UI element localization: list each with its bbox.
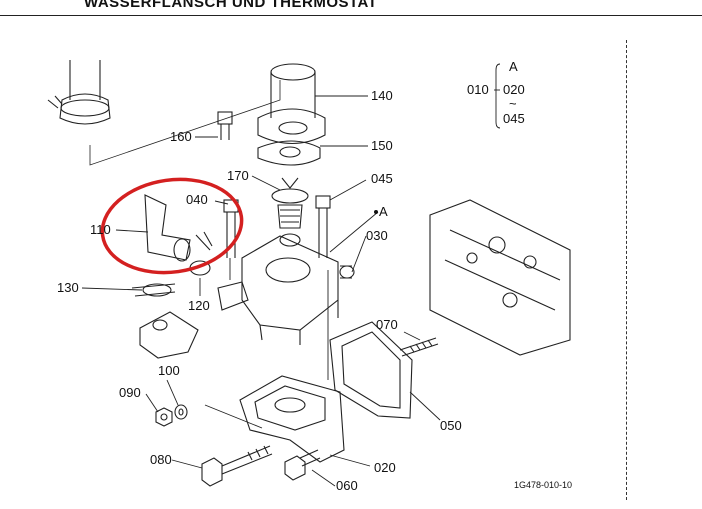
diagram-code: 1G478-010-10 (514, 480, 573, 490)
callout-080: 080 (150, 452, 172, 467)
part-150-gasket (257, 140, 321, 166)
part-030-plug (339, 265, 355, 279)
callout-045: 045 (371, 171, 393, 186)
callout-040: 040 (186, 192, 208, 207)
part-060-bolt (284, 449, 321, 481)
cover-plate (139, 311, 199, 359)
callout-060: 060 (336, 478, 358, 493)
part-050-gasket (329, 321, 413, 419)
thermostat-housing (217, 235, 339, 345)
callout-050: 050 (440, 418, 462, 433)
callout-130: 130 (57, 280, 79, 295)
part-090-nut (155, 407, 173, 427)
page-divider-dashed (626, 40, 627, 500)
part-045-bolt (315, 195, 331, 258)
part-070-stud (399, 337, 439, 357)
callout-020: 020 (374, 460, 396, 475)
callout-a: A (379, 204, 388, 219)
callout-150: 150 (371, 138, 393, 153)
part-020-water-flange (239, 375, 345, 463)
part-170-thermostat (271, 177, 309, 247)
header-rule (0, 15, 702, 16)
callout-120: 120 (188, 298, 210, 313)
part-100-washer (174, 404, 188, 420)
highlight-circle (100, 177, 244, 275)
hose-upper-part (47, 60, 111, 125)
callout-070: 070 (376, 317, 398, 332)
range-note-from: 020 (503, 82, 525, 97)
callout-140: 140 (371, 88, 393, 103)
page-title: WASSERFLANSCH UND THERMOSTAT (84, 0, 378, 11)
part-080-bolt (201, 445, 273, 487)
range-note-a: A (509, 59, 518, 74)
callout-100: 100 (158, 363, 180, 378)
engine-block (429, 199, 571, 356)
callout-170: 170 (227, 168, 249, 183)
callout-090: 090 (119, 385, 141, 400)
part-160-bolt (217, 111, 233, 140)
range-note-to: 045 (503, 111, 525, 126)
range-note-main: 010 (467, 82, 489, 97)
range-note-tilde: ~ (509, 96, 517, 111)
callout-110: 110 (90, 222, 111, 237)
callout-030: 030 (366, 228, 388, 243)
part-140-water-outlet (257, 63, 326, 144)
part-130-clamp (131, 283, 176, 297)
part-110-bypass-hose (144, 194, 191, 262)
leader-lines (81, 63, 501, 487)
callout-160: 160 (170, 129, 192, 144)
